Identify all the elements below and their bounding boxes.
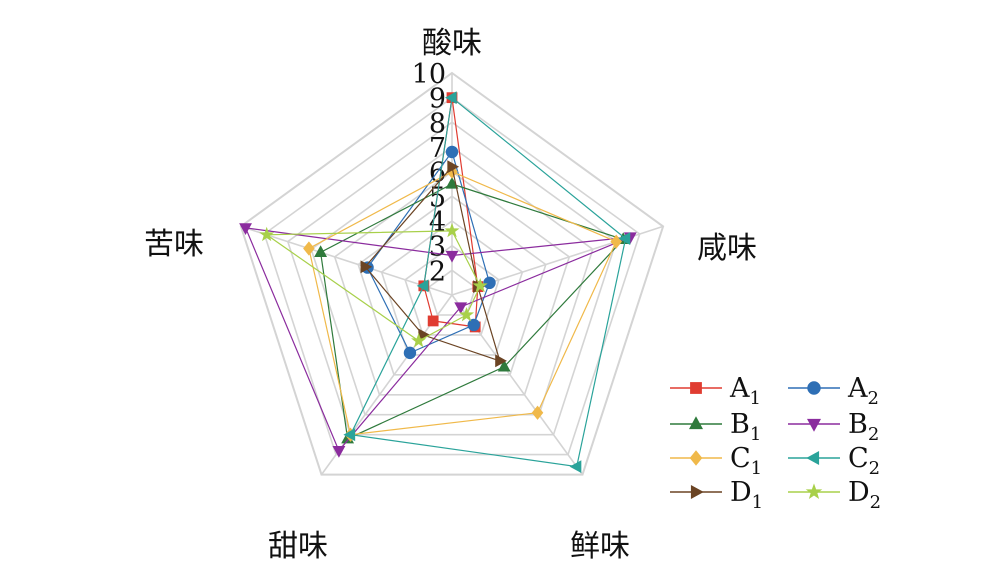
series-layer bbox=[239, 91, 637, 474]
marker-b2-4 bbox=[239, 223, 252, 236]
marker-d2-0 bbox=[444, 222, 460, 238]
axis-label-bitter: 苦味 bbox=[144, 227, 204, 262]
legend-item-b2: B2 bbox=[788, 409, 879, 445]
axis-label-sour: 酸味 bbox=[422, 26, 482, 61]
radar-grid bbox=[239, 71, 665, 476]
axis-label-sweet: 甜味 bbox=[268, 529, 328, 564]
series-line-c2 bbox=[349, 96, 627, 468]
marker-c1-4 bbox=[303, 241, 315, 256]
tick-label: 9 bbox=[429, 84, 446, 115]
legend-label: D1 bbox=[730, 477, 763, 513]
grid-ring-8 bbox=[286, 121, 618, 436]
marker-a2-2 bbox=[467, 318, 480, 332]
marker-d1-2 bbox=[495, 354, 507, 368]
legend-label: B1 bbox=[730, 409, 761, 445]
series-b2 bbox=[239, 223, 637, 458]
grid-ring-5 bbox=[357, 195, 547, 376]
marker-legend-d1 bbox=[690, 484, 704, 500]
marker-b2-0 bbox=[445, 250, 459, 263]
legend-label: C2 bbox=[848, 443, 880, 479]
marker-a2-0 bbox=[445, 145, 459, 159]
marker-legend-c1 bbox=[689, 450, 703, 466]
axis-label-umami: 鲜味 bbox=[570, 529, 630, 564]
tick-label: 7 bbox=[429, 133, 446, 164]
legend-label: A1 bbox=[729, 373, 761, 409]
marker-c2-2 bbox=[569, 460, 582, 474]
legend-label: B2 bbox=[848, 409, 879, 445]
marker-d2-2 bbox=[458, 307, 475, 322]
marker-d2-1 bbox=[472, 277, 488, 293]
series-line-c1 bbox=[308, 171, 618, 436]
marker-d2-3 bbox=[411, 332, 427, 348]
marker-a2-3 bbox=[403, 346, 417, 360]
series-line-b2 bbox=[244, 227, 631, 452]
marker-legend-a2 bbox=[807, 381, 821, 395]
marker-d1-4 bbox=[360, 260, 373, 274]
marker-c2-3 bbox=[343, 428, 356, 442]
grid-ring-10 bbox=[239, 71, 665, 476]
legend-item-b1: B1 bbox=[670, 409, 761, 445]
series-c2 bbox=[343, 91, 631, 474]
marker-b2-3 bbox=[332, 446, 346, 458]
marker-legend-c2 bbox=[806, 450, 820, 466]
marker-d2-4 bbox=[259, 226, 275, 242]
marker-c2-1 bbox=[618, 232, 631, 246]
tick-label: 4 bbox=[429, 207, 446, 238]
grid-ring-4 bbox=[380, 220, 524, 356]
marker-a2-1 bbox=[483, 276, 496, 290]
marker-a1-3 bbox=[427, 315, 439, 327]
legend-label: A2 bbox=[847, 373, 879, 409]
marker-c1-1 bbox=[610, 234, 622, 249]
marker-b2-2 bbox=[454, 302, 468, 315]
legend-item-d1: D1 bbox=[670, 477, 763, 513]
tick-label: 2 bbox=[429, 256, 446, 287]
grid-spoke-4 bbox=[240, 225, 453, 296]
marker-b1-0 bbox=[445, 176, 459, 189]
marker-b1-4 bbox=[314, 245, 328, 257]
axis-labels: 酸味 咸味 鲜味 甜味 苦味 bbox=[144, 26, 757, 564]
legend-label: C1 bbox=[730, 443, 762, 479]
legend-label: D2 bbox=[848, 477, 881, 513]
marker-legend-b1 bbox=[688, 416, 704, 430]
legend-item-d2: D2 bbox=[788, 477, 881, 513]
tick-label: 10 bbox=[412, 59, 446, 90]
marker-c1-2 bbox=[531, 405, 544, 420]
series-line-d2 bbox=[264, 230, 481, 342]
grid-ring-9 bbox=[263, 96, 641, 456]
marker-c2-0 bbox=[444, 91, 457, 105]
tick-label: 3 bbox=[429, 232, 446, 263]
tick-label: 8 bbox=[429, 108, 446, 139]
axis-label-salty: 咸味 bbox=[697, 231, 757, 266]
grid-ring-2 bbox=[427, 269, 477, 316]
marker-d1-0 bbox=[447, 160, 460, 174]
marker-legend-d2 bbox=[805, 483, 823, 499]
marker-b1-2 bbox=[497, 359, 511, 372]
series-d2 bbox=[259, 222, 488, 348]
legend-item-c1: C1 bbox=[670, 443, 762, 479]
marker-c2-4 bbox=[416, 279, 429, 293]
grid-ring-7 bbox=[310, 146, 594, 416]
legend-item-a1: A1 bbox=[670, 373, 761, 409]
series-line-d1 bbox=[364, 165, 501, 362]
marker-legend-b2 bbox=[806, 418, 822, 432]
legend-item-a2: A2 bbox=[788, 373, 879, 409]
legend-item-c2: C2 bbox=[788, 443, 880, 479]
marker-legend-a1 bbox=[690, 382, 702, 394]
